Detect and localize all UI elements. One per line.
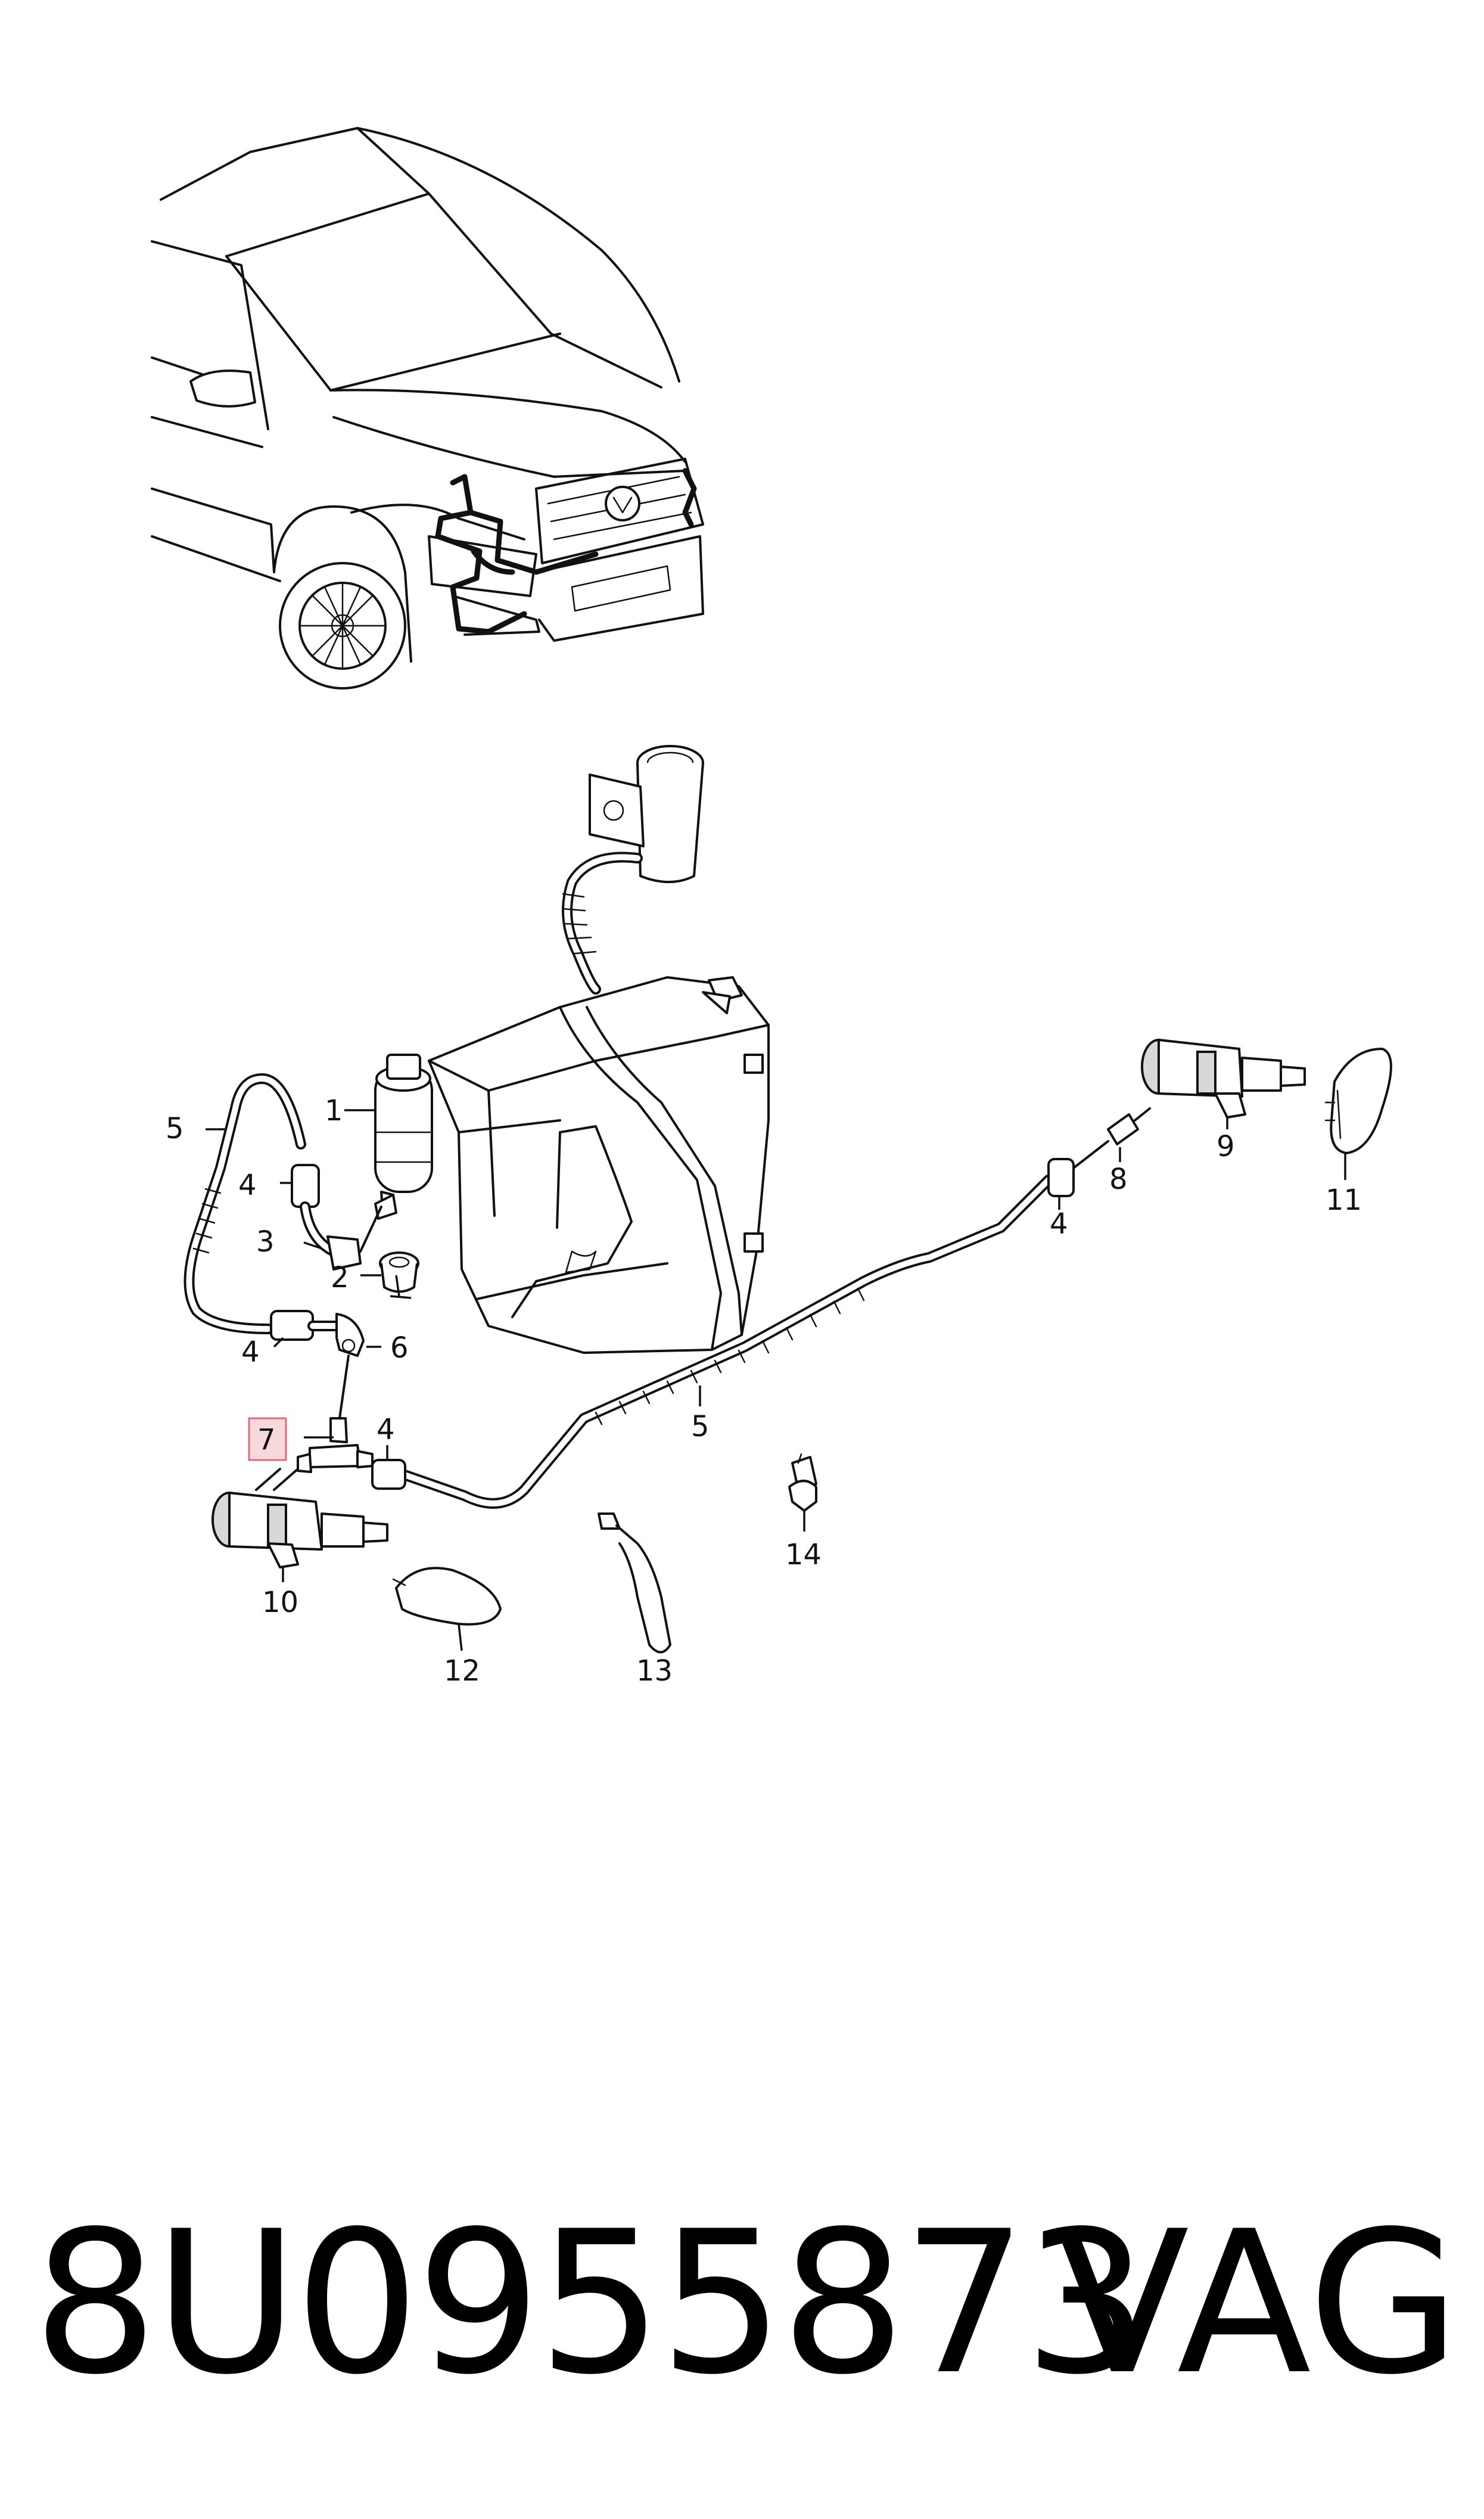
nozzle-cap-left xyxy=(392,1567,502,1626)
callout-9: 9 xyxy=(1217,1130,1235,1163)
washer-pump xyxy=(374,1054,433,1220)
callout-12: 12 xyxy=(444,1654,480,1688)
callout-7-highlight xyxy=(248,1417,287,1461)
washer-nozzle-right xyxy=(1141,1039,1306,1119)
callout-10: 10 xyxy=(262,1586,298,1619)
t-piece xyxy=(273,1417,374,1491)
brand-name: VAG xyxy=(1054,2189,1460,2418)
callout-5-right-hose: 5 xyxy=(691,1410,710,1443)
callout-4-lower-left: 4 xyxy=(241,1335,260,1369)
callout-4-near-t-piece: 4 xyxy=(377,1413,395,1446)
callout-4-upper-right: 4 xyxy=(1050,1207,1068,1241)
washer-nozzle-left xyxy=(211,1468,388,1568)
callout-1: 1 xyxy=(325,1094,343,1128)
left-hose xyxy=(183,1073,382,1420)
callout-14: 14 xyxy=(785,1538,822,1571)
leader-lines xyxy=(206,1109,1346,1651)
callout-7: 7 xyxy=(257,1423,276,1456)
callout-4-upper-left: 4 xyxy=(238,1169,257,1202)
right-hose xyxy=(371,1107,1151,1509)
callout-2: 2 xyxy=(331,1261,349,1294)
callout-3: 3 xyxy=(256,1225,275,1259)
grommet xyxy=(379,1251,419,1293)
cable-tie xyxy=(598,1512,671,1654)
callout-5-left-hose: 5 xyxy=(166,1112,184,1145)
callout-13: 13 xyxy=(636,1654,673,1688)
callout-labels: 1 2 3 4 4 4 4 5 5 6 7 8 9 10 11 12 13 14 xyxy=(166,1094,1362,1688)
car-illustration xyxy=(151,127,704,689)
part-number: 8U0955873 xyxy=(33,2189,1149,2418)
callout-6: 6 xyxy=(390,1331,409,1365)
hose-clip xyxy=(788,1453,817,1512)
callout-11: 11 xyxy=(1326,1184,1362,1217)
nozzle-cap-right xyxy=(1324,1048,1392,1154)
callout-8: 8 xyxy=(1109,1163,1128,1196)
washer-reservoir xyxy=(428,745,770,1354)
